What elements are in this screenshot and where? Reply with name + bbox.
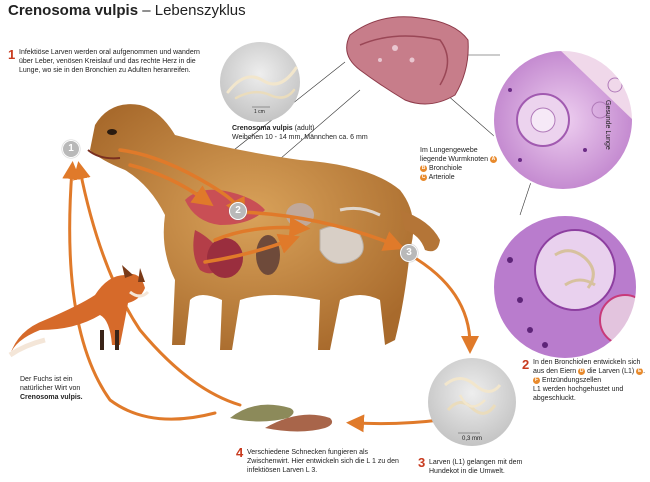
step-1: 1 Infektiöse Larven werden oral aufgenom… [8,47,213,75]
step-2-text-a: In den Bronchiolen entwickeln sich aus d… [533,359,641,375]
lung-tissue-legend: Im Lungengewebe liegende Wurmknoten A B … [420,146,520,182]
fox-illustration [8,265,150,358]
step-1-text: Infektiöse Larven werden oral aufgenomme… [19,49,200,74]
badge-d-icon: D [578,367,586,375]
step-2-text-d: L1 werden hochgehustet und abgeschluckt. [533,386,624,402]
lung-tissue-line1: Im Lungengewebe [420,147,478,154]
step-2-text-b: die Larven (L1) [587,368,635,375]
lifecycle-arrows [62,161,479,433]
marker-2: 2 [229,202,247,220]
adult-scale-label: 1 cm [254,109,265,115]
bronchiole-label: Bronchiole [428,165,463,172]
step-4-number: 4 [236,445,244,460]
step-1-number: 1 [8,47,16,62]
badge-f-icon: F [533,376,540,384]
badge-a-icon: A [489,155,497,163]
adult-name: Crenosoma vulpis [232,125,293,132]
step-2-number: 2 [522,357,530,372]
marker-3: 3 [400,244,418,262]
healthy-lung-label: Gesunde Lunge [604,100,611,150]
badge-e-icon: E [636,367,644,375]
fox-line1: Der Fuchs ist ein [20,376,73,383]
fox-info: Der Fuchs ist ein natürlicher Wirt von C… [20,375,100,402]
arteriole-label: Arteriole [428,174,455,181]
step-2-text: In den Bronchiolen entwickeln sich aus d… [533,359,646,402]
larva-scale-label: 0,3 mm [462,436,483,442]
step-4-text: Verschiedene Schnecken fungieren als Zwi… [247,449,399,474]
step-3-number: 3 [418,455,426,470]
step-2-text-c: Entzündungszellen [541,377,602,384]
step-3-text: Larven (L1) gelangen mit dem Hundekot in… [429,459,523,475]
adult-size: Weibchen 10 - 14 mm, Männchen ca. 6 mm [232,134,368,141]
adult-suffix: (adult) [294,125,315,132]
lung-specimen [346,16,469,105]
lung-tissue-bottom [493,215,637,359]
lung-tissue-line2: liegende Wurmknoten [420,156,488,163]
page-title: Crenosoma vulpis – Lebenszyklus [8,2,246,19]
step-2: 2 In den Bronchiolen entwickeln sich aus… [522,357,647,403]
fox-line2: natürlicher Wirt von [20,385,81,392]
adult-worm-sample [220,42,300,122]
badge-b-icon: B [420,164,427,172]
fox-name: Crenosoma vulpis. [20,394,83,401]
title-genus: Crenosoma vulpis [8,2,139,19]
larvae-sample [428,358,516,446]
title-rest: – Lebenszyklus [142,2,246,19]
step-3: 3 Larven (L1) gelangen mit dem Hundekot … [418,455,548,476]
badge-c-icon: C [420,173,427,181]
snails [230,404,333,432]
step-4: 4 Verschiedene Schnecken fungieren als Z… [236,445,406,475]
marker-1: 1 [62,140,80,158]
adult-info: Crenosoma vulpis (adult) Weibchen 10 - 1… [232,124,402,142]
